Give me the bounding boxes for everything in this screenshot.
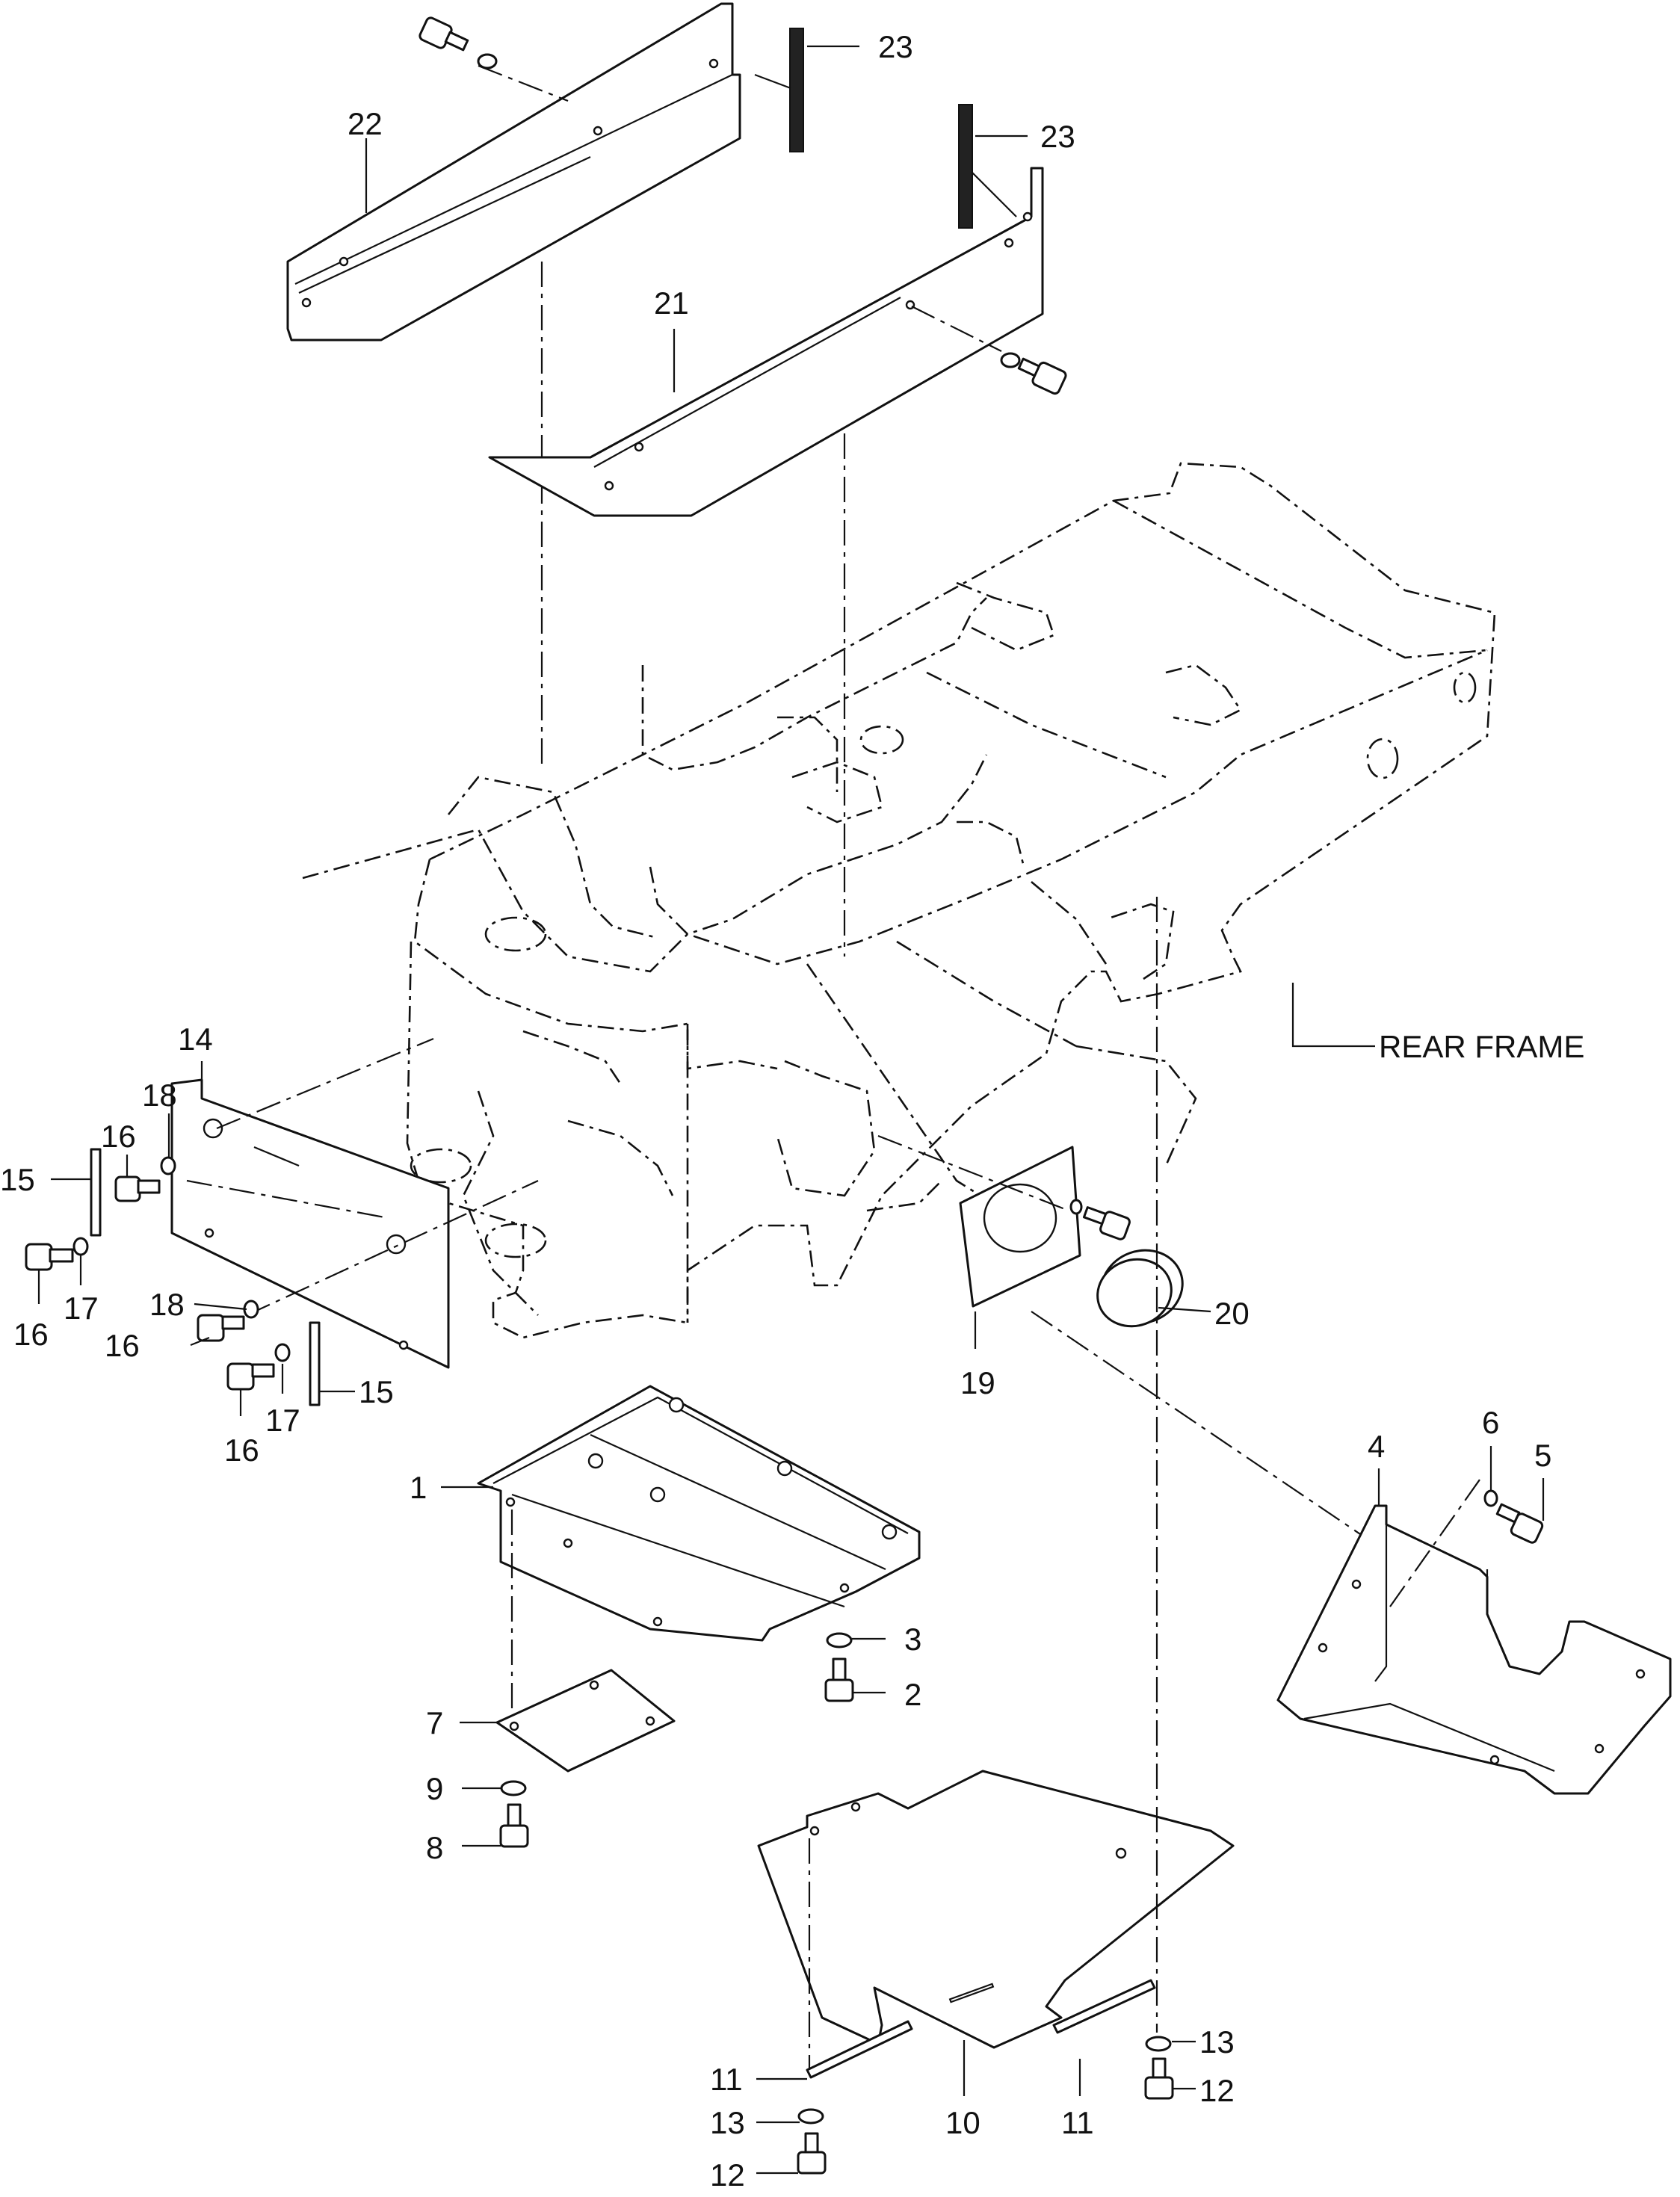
callout-5: 5	[1534, 1438, 1551, 1473]
bolt-16-c	[197, 1314, 245, 1342]
washer-9	[500, 1780, 527, 1796]
callout-18-a: 18	[142, 1078, 177, 1113]
rear-frame-label: REAR FRAME	[1379, 1029, 1584, 1064]
bracket-4	[1276, 1504, 1672, 1795]
washer-13-right	[1145, 2036, 1172, 2052]
washer-17-a	[72, 1237, 89, 1256]
callout-2: 2	[904, 1677, 921, 1712]
callout-11-left: 11	[710, 2062, 743, 2097]
callout-15-lower: 15	[359, 1374, 394, 1409]
callout-20: 20	[1214, 1296, 1250, 1331]
bolt-5	[1495, 1503, 1544, 1544]
callout-6: 6	[1482, 1405, 1499, 1440]
callout-1: 1	[410, 1470, 427, 1505]
callout-10: 10	[945, 2105, 980, 2140]
under-cover-1	[477, 1385, 921, 1642]
bolt-16-b	[25, 1243, 74, 1271]
callout-8: 8	[426, 1830, 443, 1865]
cover-plate-22	[286, 2, 741, 342]
bolt-16-a	[114, 1175, 161, 1202]
callout-13-right: 13	[1199, 2024, 1235, 2060]
leader-lines	[37, 138, 1545, 2175]
callout-16-a: 16	[101, 1119, 136, 1154]
callout-17-a: 17	[64, 1291, 99, 1326]
bolt-12-left	[797, 2132, 827, 2175]
strip-15-lower	[309, 1321, 321, 1406]
callout-12-right: 12	[1199, 2073, 1235, 2108]
callout-16-b: 16	[13, 1317, 49, 1352]
bolt-8	[499, 1803, 529, 1848]
bolt-22	[419, 16, 498, 69]
bolt-21	[1000, 352, 1067, 395]
callout-9: 9	[426, 1771, 443, 1806]
callout-4: 4	[1368, 1429, 1385, 1464]
cap-20	[1096, 1249, 1184, 1328]
callout-19: 19	[960, 1365, 995, 1400]
callout-13-left: 13	[710, 2105, 745, 2140]
callout-12-left: 12	[710, 2157, 745, 2193]
cover-plate-7	[495, 1669, 676, 1773]
callout-16-c: 16	[105, 1328, 140, 1363]
plate-19	[959, 1146, 1081, 1308]
washer-18-a	[160, 1156, 176, 1175]
washer-19	[1069, 1199, 1083, 1215]
gasket-strip-23-upper	[789, 28, 859, 152]
callout-3: 3	[904, 1622, 921, 1657]
callout-18-b: 18	[149, 1287, 185, 1322]
callout-21: 21	[654, 285, 689, 321]
callout-17-b: 17	[265, 1403, 300, 1438]
callout-23-lower: 23	[1040, 119, 1075, 154]
bolt-16-d	[226, 1362, 275, 1391]
washer-13-left	[797, 2108, 824, 2125]
strip-15-upper	[90, 1148, 102, 1237]
rear-frame-outline	[302, 462, 1496, 1339]
callout-23-upper: 23	[878, 29, 913, 64]
callout-14: 14	[178, 1022, 213, 1057]
callout-7: 7	[426, 1705, 443, 1740]
strip-11-right	[1052, 1979, 1156, 2034]
washer-3	[826, 1632, 853, 1648]
callout-16-d: 16	[224, 1433, 259, 1468]
callout-15-upper: 15	[0, 1162, 35, 1197]
strip-11-left	[806, 2020, 913, 2079]
bolt-12-right	[1144, 2057, 1174, 2100]
callout-22: 22	[348, 106, 383, 141]
gasket-strip-23-lower	[958, 104, 1028, 229]
callouts: 1 2 3 4 5 6 7 8 9 10 11 11 12 12 13 13 1…	[0, 29, 1551, 2193]
callout-11-right: 11	[1061, 2105, 1094, 2140]
washer-6	[1483, 1489, 1498, 1507]
bolt-2	[824, 1657, 854, 1702]
washer-17-b	[274, 1343, 291, 1362]
floor-plate-10	[757, 1770, 1235, 2049]
bolt-19	[1082, 1206, 1131, 1240]
